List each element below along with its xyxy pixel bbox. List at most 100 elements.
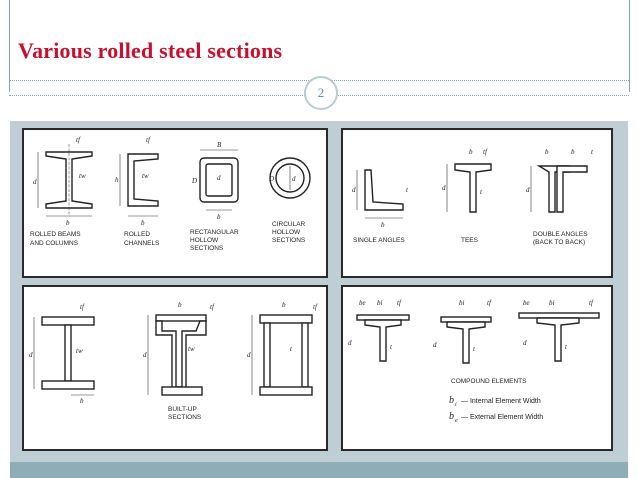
dim-tf-channel: tf (146, 136, 151, 144)
dim-d-angle: d (352, 186, 356, 194)
rect-hollow-shape: B D d b RECTANGULAR HOLLOW SECTIONS (190, 141, 239, 252)
label-rolled-channels-2: CHANNELS (124, 240, 160, 247)
label-tees: TEES (461, 237, 479, 244)
dim-tf-beam: tf (76, 136, 81, 144)
dim-be-3: be (523, 299, 530, 307)
dim-h-channel: h (115, 176, 119, 184)
label-circ-3: SECTIONS (272, 237, 306, 244)
compound-figure: be bi tf d t bi tf d t be bi tf d (348, 299, 600, 424)
label-rolled-beams-2: AND COLUMNS (30, 240, 79, 247)
panel-built-up: d tw tf b d b tf tw BUILT-UP SECTIONS (22, 285, 328, 451)
tee-shape: d b tf t TEES (442, 148, 492, 244)
dim-b-double-1: b (545, 148, 549, 156)
dim-d-rect: d (217, 174, 221, 182)
dim-d-cap: d (143, 351, 147, 359)
compound-shape-2: bi tf d t (433, 299, 492, 364)
dim-b-rect: b (217, 213, 221, 221)
dim-t-box: t (290, 345, 293, 353)
right-rule (629, 0, 630, 92)
label-builtup-1: BUILT-UP (168, 406, 197, 413)
slide-title: Various rolled steel sections (18, 38, 283, 63)
dim-b-channel: b (141, 219, 145, 227)
label-double-angles-2: (BACK TO BACK) (533, 239, 585, 246)
dim-tw-cap: tw (188, 345, 195, 353)
label-rect-2: HOLLOW (190, 237, 219, 244)
dim-tw-beam: tw (79, 172, 86, 180)
dim-bi-3: bi (549, 299, 555, 307)
dim-B-rect: B (217, 141, 222, 149)
dim-tf-box: tf (313, 303, 318, 311)
label-builtup-2: SECTIONS (168, 414, 202, 421)
label-rect-1: RECTANGULAR (190, 229, 239, 236)
dim-d-beam: d (33, 178, 37, 186)
dim-b-double-2: b (571, 148, 575, 156)
label-single-angles: SINGLE ANGLES (353, 237, 405, 244)
dim-t-angle: t (406, 186, 409, 194)
dim-tf-c2: tf (487, 299, 492, 307)
dim-t-double: t (591, 148, 594, 156)
compound-shape-3: be bi tf d t (518, 299, 600, 362)
label-rolled-channels-1: ROLLED (124, 231, 150, 238)
dim-d-circ: d (292, 175, 296, 183)
label-compound-elements: COMPOUND ELEMENTS (451, 378, 527, 385)
dim-D-circ: D (268, 175, 274, 183)
dim-d-tee: d (442, 184, 446, 192)
dim-bi-2: bi (459, 299, 465, 307)
legend-be-subscript: e (455, 418, 458, 424)
built-up-figure: d tw tf b d b tf tw BUILT-UP SECTIONS (29, 301, 318, 421)
dim-d-double: d (526, 186, 530, 194)
legend-be-symbol: b (449, 411, 454, 422)
dim-be-1: be (359, 299, 366, 307)
left-rule (9, 0, 10, 92)
dim-tw-channel: tw (142, 172, 149, 180)
page-number-badge: 2 (304, 76, 338, 110)
rolled-sections-figure: d b tf tw ROLLED BEAMS AND COLUMNS h b t… (30, 136, 311, 252)
builtup-plate-girder-shape: d tw tf b (29, 303, 95, 405)
dim-d-box: d (247, 351, 251, 359)
builtup-box-shape: d b tf t (247, 301, 318, 396)
dim-b-girder: b (80, 397, 84, 405)
label-rolled-beams-1: ROLLED BEAMS (30, 231, 81, 238)
dim-b-cap: b (178, 301, 182, 309)
dim-tf-cap: tf (210, 303, 215, 311)
dim-d-c1: d (348, 339, 352, 347)
dim-t-c2: t (473, 345, 476, 353)
dim-bi-1: bi (377, 299, 383, 307)
label-circ-1: CIRCULAR (272, 221, 306, 228)
dim-tf-girder: tf (80, 303, 85, 311)
legend-bi-symbol: b (449, 395, 454, 406)
i-beam-shape: d b tf tw ROLLED BEAMS AND COLUMNS (30, 136, 93, 247)
single-angle-shape: d t b SINGLE ANGLES (352, 169, 409, 244)
dim-D-rect: D (191, 177, 197, 185)
legend-bi-subscript: i (455, 402, 457, 408)
dim-b-tee: b (469, 148, 473, 156)
channel-shape: h b tf tw ROLLED CHANNELS (115, 136, 160, 247)
label-double-angles-1: DOUBLE ANGLES (533, 231, 588, 238)
legend-be-text: — External Element Width (461, 414, 543, 421)
bottom-band (10, 462, 628, 478)
dim-d-c3: d (523, 339, 527, 347)
legend-bi: b i — Internal Element Width (449, 395, 541, 408)
panel-compound: be bi tf d t bi tf d t be bi tf d (341, 285, 613, 451)
dim-d-girder: d (29, 351, 33, 359)
dim-b-angle: b (381, 221, 385, 229)
dim-t-c3: t (565, 343, 568, 351)
dim-b-beam: b (66, 219, 70, 227)
dim-b-box: b (282, 301, 286, 309)
label-circ-2: HOLLOW (272, 229, 301, 236)
dim-t-c1: t (390, 343, 393, 351)
circ-hollow-shape: D d CIRCULAR HOLLOW SECTIONS (268, 157, 311, 244)
compound-shape-1: be bi tf d t (348, 299, 410, 362)
legend-be: b e — External Element Width (449, 411, 543, 424)
dim-d-c2: d (433, 341, 437, 349)
label-rect-3: SECTIONS (190, 245, 224, 252)
panel-rolled-sections: d b tf tw ROLLED BEAMS AND COLUMNS h b t… (22, 128, 328, 278)
legend-bi-text: — Internal Element Width (461, 398, 541, 405)
dim-tf-tee: tf (483, 148, 488, 156)
builtup-channel-cap-shape: d b tf tw BUILT-UP SECTIONS (143, 301, 215, 421)
dim-tf-c1: tf (397, 299, 402, 307)
double-angle-shape: d b b t DOUBLE ANGLES (BACK TO BACK) (526, 148, 594, 246)
panel-angles-tees: d t b SINGLE ANGLES d b tf t TEES d b (341, 128, 613, 278)
dim-t-tee: t (480, 188, 483, 196)
